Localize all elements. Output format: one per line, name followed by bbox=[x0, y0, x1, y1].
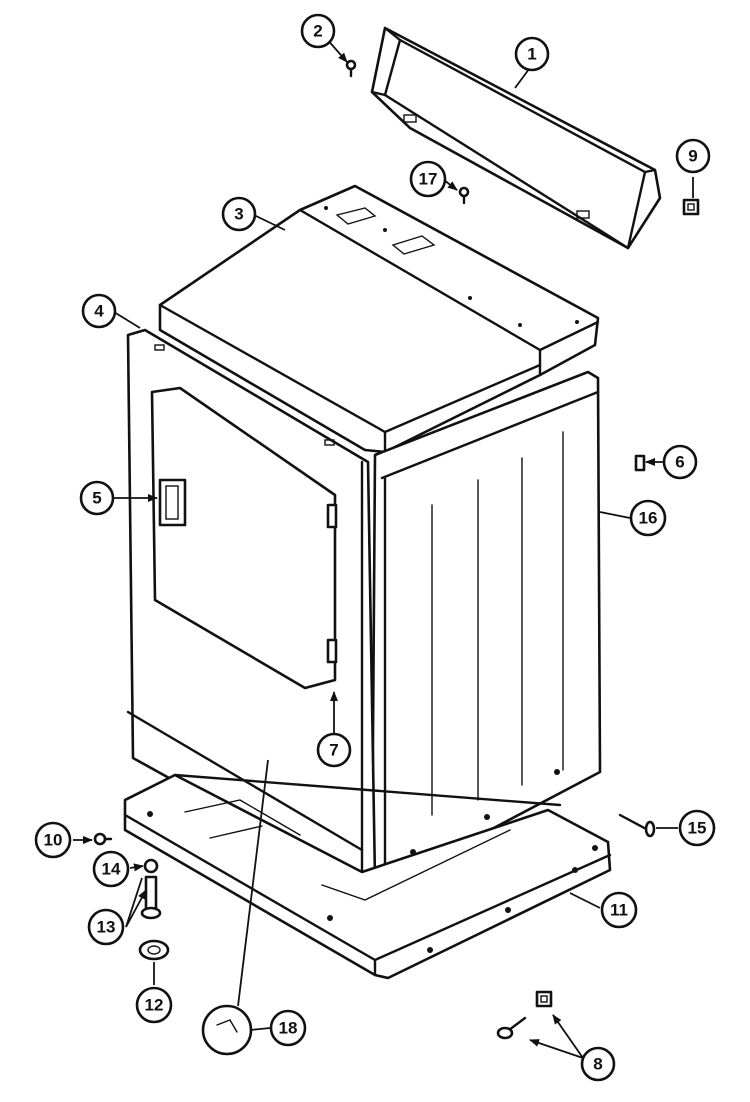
callout-9: 9 bbox=[675, 138, 711, 174]
nut-part-14 bbox=[143, 858, 159, 874]
callout-label: 9 bbox=[688, 147, 697, 166]
callout-label: 15 bbox=[688, 819, 707, 838]
callout-10: 10 bbox=[34, 821, 72, 859]
base-part bbox=[123, 773, 612, 980]
leader-lines bbox=[73, 37, 694, 1059]
clip-part-9 bbox=[682, 198, 700, 216]
callout-label: 3 bbox=[234, 205, 243, 224]
bolt-part-13 bbox=[140, 875, 162, 920]
screw-part-10 bbox=[93, 832, 113, 846]
screw-part-6 bbox=[634, 454, 646, 472]
callout-label: 11 bbox=[610, 901, 628, 920]
door-part bbox=[150, 386, 338, 690]
clip-part-8 bbox=[535, 990, 553, 1008]
callout-label: 1 bbox=[527, 45, 536, 64]
callout-2: 2 bbox=[300, 13, 336, 49]
callout-6: 6 bbox=[662, 444, 698, 480]
callout-14: 14 bbox=[92, 850, 130, 888]
screw-part-17 bbox=[458, 186, 470, 205]
callout-12: 12 bbox=[135, 986, 173, 1024]
callout-5: 5 bbox=[79, 480, 115, 516]
callout-label: 12 bbox=[145, 996, 164, 1015]
top-cover-part bbox=[158, 184, 600, 454]
screw-part-8 bbox=[496, 1016, 527, 1040]
callout-17: 17 bbox=[409, 160, 447, 198]
callout-3: 3 bbox=[221, 196, 257, 232]
callout-label: 10 bbox=[44, 831, 63, 850]
cabinet-side-panel-part bbox=[370, 370, 602, 890]
callout-label: 8 bbox=[593, 1055, 602, 1074]
callout-4: 4 bbox=[81, 293, 117, 329]
callout-8: 8 bbox=[580, 1046, 616, 1082]
callout-label: 5 bbox=[92, 489, 101, 508]
callout-label: 17 bbox=[419, 170, 438, 189]
callout-15: 15 bbox=[678, 809, 716, 847]
callout-1: 1 bbox=[514, 36, 550, 72]
callout-label: 6 bbox=[675, 453, 684, 472]
foot-part-12 bbox=[138, 939, 170, 961]
callout-label: 7 bbox=[329, 741, 338, 760]
callout-label: 18 bbox=[279, 1019, 298, 1038]
callout-label: 14 bbox=[102, 860, 121, 879]
callout-16: 16 bbox=[629, 499, 667, 537]
callout-7: 7 bbox=[316, 732, 352, 768]
callout-label: 4 bbox=[94, 302, 104, 321]
callout-label: 13 bbox=[97, 918, 116, 937]
control-panel-part bbox=[370, 26, 662, 250]
callout-label: 2 bbox=[313, 22, 322, 41]
callout-label: 16 bbox=[639, 509, 658, 528]
callout-18: 18 bbox=[269, 1009, 307, 1047]
callout-13: 13 bbox=[87, 908, 125, 946]
plug-part-18 bbox=[201, 1004, 253, 1056]
screw-part-2 bbox=[345, 59, 357, 78]
callout-11: 11 bbox=[600, 891, 638, 929]
screw-part-15 bbox=[618, 813, 656, 838]
